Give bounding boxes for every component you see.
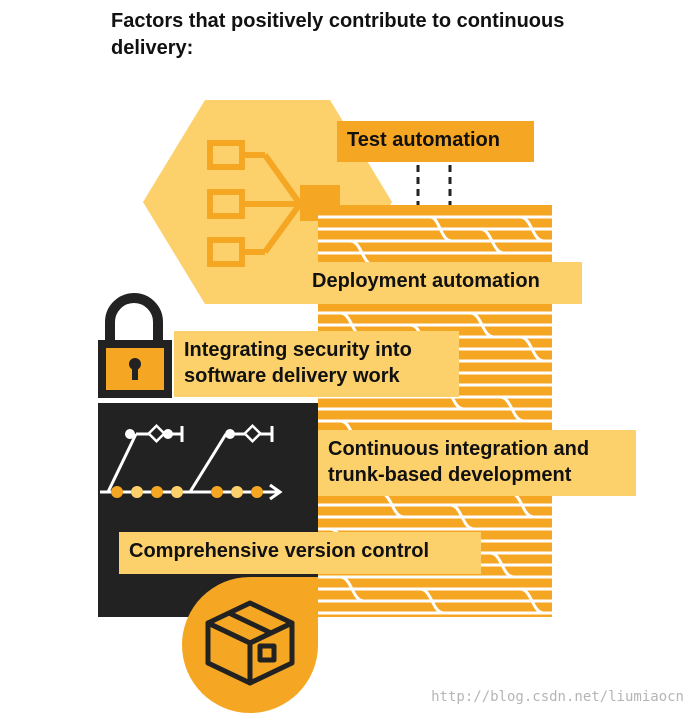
- label-continuous-integration: Continuous integration and trunk-based d…: [318, 430, 636, 496]
- branch-flow-icon: [100, 426, 283, 501]
- package-box-icon: [205, 600, 295, 686]
- label-deployment-automation: Deployment automation: [302, 262, 582, 304]
- label-test-automation: Test automation: [337, 121, 534, 162]
- padlock-icon: [98, 293, 172, 398]
- hierarchy-icon: [207, 140, 303, 267]
- label-ci-line1: Continuous integration and: [328, 438, 590, 460]
- watermark: http://blog.csdn.net/liumiaocn: [431, 689, 684, 705]
- label-security-line1: Integrating security into: [184, 339, 412, 361]
- label-security-line2: software delivery work: [184, 365, 400, 387]
- label-ci-line2: trunk-based development: [328, 464, 572, 486]
- label-version-control: Comprehensive version control: [119, 532, 481, 574]
- label-security: Integrating security into software deliv…: [174, 331, 459, 397]
- branch-commit-dots: [111, 423, 263, 498]
- diagram-title: Factors that positively contribute to co…: [111, 10, 565, 59]
